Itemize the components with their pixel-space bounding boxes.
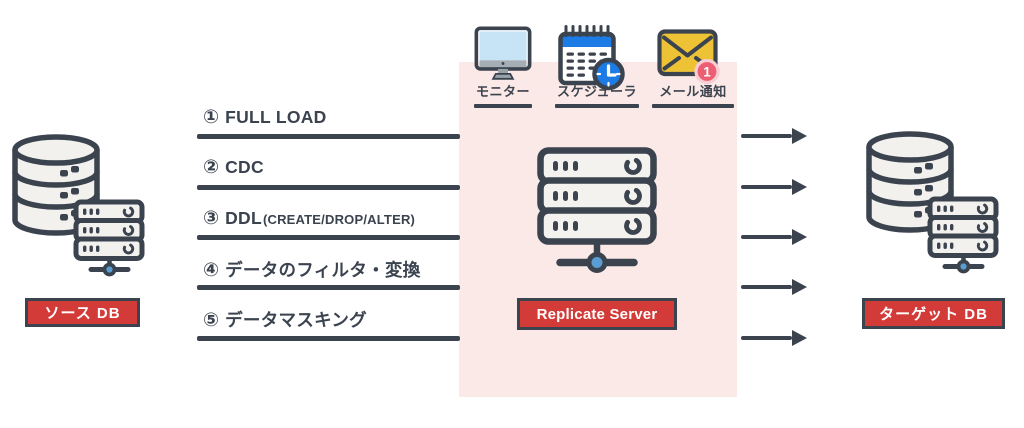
- source-db-label: ソース DB: [25, 298, 140, 327]
- flow-arrow: [741, 178, 807, 196]
- feature-text: CDC: [225, 157, 264, 177]
- flow-line: [197, 336, 460, 341]
- monitor-icon: [474, 26, 532, 80]
- server-icon: [537, 147, 657, 273]
- mail-notification-icon: 1: [657, 29, 720, 85]
- flow-line: [197, 134, 460, 139]
- flow-arrow: [741, 228, 807, 246]
- feature-text: データマスキング: [225, 310, 367, 330]
- service-mail: メール通知: [647, 85, 739, 108]
- mail-underline: [652, 104, 734, 108]
- arrowhead-icon: [792, 128, 807, 144]
- flow-arrow: [741, 278, 807, 296]
- flow-arrow: [741, 127, 807, 145]
- mail-badge-count: 1: [703, 64, 711, 79]
- service-monitor: モニター: [464, 85, 542, 108]
- feature-row: ② CDC: [203, 156, 265, 179]
- feature-text: FULL LOAD: [225, 107, 327, 127]
- flow-line: [197, 185, 460, 190]
- feature-number: ③: [203, 208, 220, 229]
- feature-text: データのフィルタ・変換: [225, 260, 421, 280]
- mail-label: メール通知: [659, 84, 727, 99]
- feature-number: ④: [203, 260, 220, 281]
- feature-number: ①: [203, 107, 220, 128]
- arrowhead-icon: [792, 179, 807, 195]
- scheduler-underline: [555, 104, 639, 108]
- arrowhead-icon: [792, 279, 807, 295]
- target-database-icon: [866, 131, 999, 274]
- service-scheduler: スケジューラ: [549, 85, 645, 108]
- network-node: [956, 259, 971, 274]
- feature-row: ⑤ データマスキング: [203, 307, 368, 332]
- source-database-icon: [12, 134, 145, 277]
- feature-number: ⑤: [203, 310, 220, 331]
- feature-row: ④ データのフィルタ・変換: [203, 257, 422, 282]
- arrowhead-icon: [792, 330, 807, 346]
- feature-row: ① FULL LOAD: [203, 106, 328, 129]
- monitor-underline: [474, 104, 532, 108]
- scheduler-label: スケジューラ: [556, 84, 638, 99]
- feature-note: (CREATE/DROP/ALTER): [262, 212, 416, 227]
- target-db-label: ターゲット DB: [862, 298, 1005, 329]
- arrowhead-icon: [792, 229, 807, 245]
- replicate-server-label: Replicate Server: [517, 298, 677, 330]
- flow-arrow: [741, 329, 807, 347]
- feature-number: ②: [203, 157, 220, 178]
- network-node: [586, 252, 608, 273]
- network-node: [102, 262, 117, 277]
- flow-line: [197, 285, 460, 290]
- feature-text: DDL: [225, 208, 262, 228]
- notification-badge: [694, 58, 720, 85]
- feature-row: ③ DDL (CREATE/DROP/ALTER): [203, 207, 415, 230]
- monitor-label: モニター: [475, 84, 530, 99]
- flow-line: [197, 235, 460, 240]
- scheduler-icon: [558, 25, 625, 91]
